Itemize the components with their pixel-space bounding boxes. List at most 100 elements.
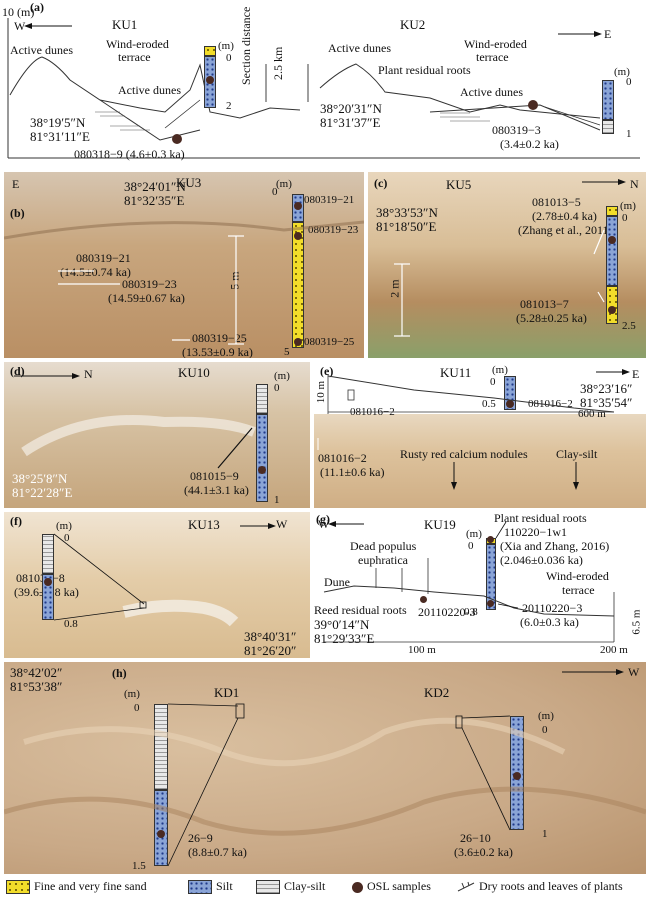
c-osl-2 [608, 306, 616, 314]
panel-b-marks [4, 220, 364, 345]
panel-h-marks [4, 669, 646, 867]
c-s1-ref: (Zhang et al., 2011) [518, 223, 613, 237]
d-col-top: 0 [274, 382, 280, 394]
panel-f-site: KU13 [188, 517, 220, 532]
panel-e-photo [314, 414, 646, 508]
ku2-col-bottom: 1 [626, 128, 632, 140]
h-lat: 38°42′02″ [10, 665, 63, 680]
panel-g-profile [323, 521, 615, 643]
h-c1-bottom: 1.5 [132, 860, 146, 872]
b-col-top: 0 [272, 186, 278, 198]
panel-g-letter: (g) [316, 512, 330, 526]
ku2-dunes1: Active dunes [328, 41, 391, 55]
legend-fine: Fine and very fine sand [6, 879, 147, 895]
g-dune: Dune [324, 575, 350, 589]
b-col-unit: (m) [276, 178, 292, 190]
g-ref-age: (2.046±0.036 ka) [500, 553, 583, 567]
e-osl [506, 400, 514, 408]
g-lat: 39°0′14″N [314, 617, 370, 632]
panel-a-letter: (a) [30, 0, 44, 14]
ku2-roots: Plant residual roots [378, 63, 471, 77]
ku1-osl-sample [206, 76, 214, 84]
h-c2-top: 0 [542, 724, 548, 736]
ku1-lon: 81°31′11″E [30, 129, 90, 144]
ku1-column-top [204, 46, 216, 56]
panel-b-photo: (b) E KU3 38°24′01″N 81°32′35″E 080319−2… [4, 172, 364, 358]
panel-f-dir: W [276, 517, 288, 531]
g-terrace1: Wind-eroded [546, 569, 609, 583]
panel-c-photo: (c) KU5 N 38°33′53″N 81°18′50″E 081013−5… [368, 172, 646, 358]
panel-c-lon: 81°18′50″E [376, 219, 437, 234]
c-col-bottom: 2.5 [622, 320, 636, 332]
legend: Fine and very fine sand Silt Clay-silt O… [6, 877, 646, 897]
b-s2-age: (14.59±0.67 ka) [108, 291, 185, 305]
b-column-sand [292, 222, 304, 348]
panel-f-lon: 81°26′20″ [244, 643, 297, 658]
panel-c-marks [394, 179, 626, 337]
g-populus1: Dead populus [350, 539, 417, 553]
ku1-sample: 080318−9 (4.6±0.3 ka) [74, 147, 185, 161]
g-osl-field [420, 596, 427, 603]
panel-g: (g) W KU19 Plant residual roots 110220−1… [314, 512, 646, 658]
ku2-terrace2: terrace [476, 50, 509, 64]
c-osl-1 [608, 236, 616, 244]
roots-icon [457, 882, 475, 892]
panel-c-dir: N [630, 177, 639, 191]
ku2-lat: 38°20′31″N [320, 101, 382, 116]
ku2-terrace: Wind-eroded [464, 37, 527, 51]
c-col-top: 0 [622, 212, 628, 224]
h-s1: 26−9 [188, 831, 213, 845]
legend-silt: Silt [188, 879, 233, 895]
d-column-silt [256, 414, 268, 502]
ku2-column-base [602, 120, 614, 134]
panel-d-dir: N [84, 367, 93, 381]
legend-clay: Clay-silt [256, 879, 325, 895]
g-s-right: 20110220−3 [522, 601, 583, 615]
g-col-bottom: 0.8 [464, 606, 478, 618]
g-col-unit: (m) [466, 528, 482, 540]
legend-roots: Dry roots and leaves of plants [456, 879, 623, 894]
panel-f-letter: (f) [10, 514, 22, 528]
e-col-mid: 0.5 [482, 398, 496, 410]
c-column-silt [606, 216, 618, 286]
g-roots: Plant residual roots [494, 512, 587, 525]
g-s-left: 20110220-3 [418, 605, 476, 619]
panel-d-lon: 81°22′28″E [12, 485, 73, 500]
f-col-bottom: 0.8 [64, 618, 78, 630]
ku2-sample-age: (3.4±0.2 ka) [500, 137, 559, 151]
legend-osl-dot [352, 881, 363, 893]
b-osl-2 [294, 232, 302, 240]
h-c1-top: 0 [134, 702, 140, 714]
e-col-unit: (m) [492, 364, 508, 376]
section-value: 2.5 km [271, 46, 285, 80]
panel-e-letter: (e) [320, 364, 334, 378]
e-age: (11.1±0.6 ka) [320, 465, 385, 479]
ku1-site: KU1 [112, 17, 138, 32]
c-s1-age: (2.78±0.4 ka) [532, 209, 597, 223]
h-c1-osl [157, 830, 165, 838]
d-age: (44.1±3.1 ka) [184, 483, 249, 497]
g-s-age: (6.0±0.3 ka) [520, 615, 579, 629]
panel-e-lat: 38°23′16″ [580, 381, 633, 396]
ku1-col-top: 0 [226, 52, 232, 64]
b-c3: 080319−25 [304, 336, 355, 348]
legend-fine-swatch [6, 880, 30, 895]
d-sample: 081015−9 [190, 469, 239, 483]
b-s2: 080319−23 [122, 277, 177, 291]
panel-d-photo: (d) N KU10 38°25′8″N 81°22′28″E 081015−9… [4, 362, 310, 508]
e-col-top: 0 [490, 376, 496, 388]
f-column-clay [42, 534, 54, 574]
g-d1: 100 m [408, 644, 436, 656]
c-s1: 081013−5 [532, 195, 581, 209]
b-s1: 080319−21 [76, 251, 131, 265]
g-ref-sample: 110220−1w1 [504, 525, 567, 539]
panel-e-dir: E [632, 367, 640, 381]
ku1-dunes2: Active dunes [118, 83, 181, 97]
panel-e: (e) KU11 E 38°23′16″ 81°35′54″ 10 m 600 … [314, 362, 646, 508]
e-sample: 081016−2 [318, 451, 367, 465]
panel-a: (a) 10 (m) W KU1 Active dunes Wind-erode… [0, 0, 650, 170]
ku1-col-bottom: 2 [226, 100, 232, 112]
ku2-site: KU2 [400, 17, 426, 32]
ku1-lat: 38°19′5″N [30, 115, 86, 130]
d-col-unit: (m) [274, 370, 290, 382]
